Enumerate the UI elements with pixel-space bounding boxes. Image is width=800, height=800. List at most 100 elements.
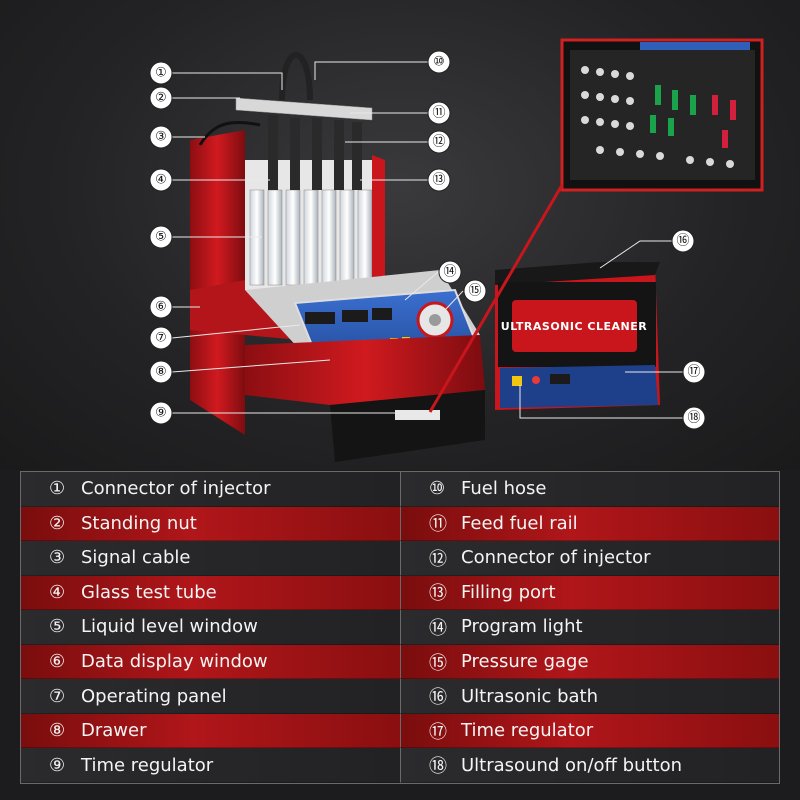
legend-number: ⑦ xyxy=(49,685,66,707)
legend-number: ⑰ xyxy=(429,721,447,743)
legend-label: Time regulator xyxy=(81,754,214,776)
callout-11: ⑪ xyxy=(427,101,451,125)
legend-number: ② xyxy=(49,512,66,534)
legend-label: Connector of injector xyxy=(461,547,651,569)
svg-text:③: ③ xyxy=(155,130,167,145)
inset-accessory-drawer xyxy=(560,38,764,192)
legend-number: ⑧ xyxy=(49,720,66,742)
legend-row-16: ⑯ Ultrasonic bath xyxy=(400,679,779,714)
svg-text:⑫: ⑫ xyxy=(432,135,445,150)
legend-row-15: ⑮ Pressure gage xyxy=(400,644,779,680)
svg-text:①: ① xyxy=(155,66,167,81)
legend-label: Drawer xyxy=(81,720,147,742)
legend-row-9: ⑨ Time regulator xyxy=(21,748,400,783)
legend-row-10: ⑩ Fuel hose xyxy=(400,472,779,507)
callout-17: ⑰ xyxy=(682,360,706,384)
drawer xyxy=(330,390,485,462)
legend-label: Pressure gage xyxy=(461,651,589,673)
legend-row-18: ⑱ Ultrasound on/off button xyxy=(400,748,779,783)
callout-1: ① xyxy=(149,61,173,85)
callout-16: ⑯ xyxy=(671,229,695,253)
legend-number: ⑯ xyxy=(429,687,447,709)
legend-label: Ultrasonic bath xyxy=(461,685,599,707)
fuel-hose xyxy=(279,52,313,101)
svg-text:⑬: ⑬ xyxy=(432,173,445,188)
product-illustration-area: ULTRASONIC CLEANER xyxy=(0,0,800,470)
ultrasonic-cleaner-label: ULTRASONIC CLEANER xyxy=(501,320,647,333)
svg-text:⑯: ⑯ xyxy=(676,234,689,249)
legend-label: Signal cable xyxy=(81,547,191,569)
callout-badges: ① ② ③ ④ ⑤ ⑥ ⑦ ⑧ ⑨ ⑩ ⑪ ⑫ ⑬ ⑭ ⑮ ⑯ ⑰ ⑱ xyxy=(149,50,706,430)
legend-row-8: ⑧ Drawer xyxy=(21,713,400,749)
svg-text:⑭: ⑭ xyxy=(443,265,456,280)
legend-row-14: ⑭ Program light xyxy=(400,610,779,645)
svg-text:⑰: ⑰ xyxy=(687,365,700,380)
legend-number: ⑭ xyxy=(429,617,447,639)
legend-row-2: ② Standing nut xyxy=(21,506,400,542)
legend-label: Liquid level window xyxy=(81,616,258,638)
svg-text:⑪: ⑪ xyxy=(432,106,445,121)
callout-18: ⑱ xyxy=(682,406,706,430)
svg-text:⑮: ⑮ xyxy=(468,284,481,299)
svg-text:⑱: ⑱ xyxy=(687,411,700,426)
feed-fuel-rail xyxy=(235,97,373,121)
svg-text:⑩: ⑩ xyxy=(433,55,445,70)
legend-label: Fuel hose xyxy=(461,478,547,500)
callout-6: ⑥ xyxy=(149,295,173,319)
callout-9: ⑨ xyxy=(149,401,173,425)
legend-label: Feed fuel rail xyxy=(461,512,578,534)
legend-label: Connector of injector xyxy=(81,478,271,500)
callout-12: ⑫ xyxy=(427,130,451,154)
callout-13: ⑬ xyxy=(427,168,451,192)
callout-4: ④ xyxy=(149,168,173,192)
side-panel xyxy=(190,130,245,435)
legend-label: Data display window xyxy=(81,651,268,673)
legend-number: ③ xyxy=(49,547,66,569)
legend-row-1: ① Connector of injector xyxy=(21,472,400,507)
legend-number: ⑥ xyxy=(49,651,66,673)
svg-text:⑥: ⑥ xyxy=(155,300,167,315)
legend-row-11: ⑪ Feed fuel rail xyxy=(400,506,779,542)
legend-label: Program light xyxy=(461,616,583,638)
callout-14: ⑭ xyxy=(438,260,462,284)
callout-8: ⑧ xyxy=(149,360,173,384)
glass-test-tubes xyxy=(249,189,373,286)
legend-label: Operating panel xyxy=(81,685,227,707)
legend-row-7: ⑦ Operating panel xyxy=(21,679,400,714)
legend-row-3: ③ Signal cable xyxy=(21,541,400,576)
legend-row-4: ④ Glass test tube xyxy=(21,575,400,611)
callout-2: ② xyxy=(149,86,173,110)
svg-text:④: ④ xyxy=(155,173,167,188)
leader-lines xyxy=(171,61,683,419)
legend-label: Standing nut xyxy=(81,512,197,534)
callout-15: ⑮ xyxy=(463,279,487,303)
legend-number: ⑮ xyxy=(429,652,447,674)
legend-number: ① xyxy=(49,478,66,500)
injector-cleaner-illustration: ULTRASONIC CLEANER xyxy=(149,38,764,462)
injectors xyxy=(268,115,362,190)
legend-row-6: ⑥ Data display window xyxy=(21,644,400,680)
legend-number: ⑤ xyxy=(49,616,66,638)
legend-number: ④ xyxy=(49,581,66,603)
ultrasonic-bath: ULTRASONIC CLEANER xyxy=(495,262,660,410)
parts-legend-table: ① Connector of injector ② Standing nut ③ Si… xyxy=(20,471,780,784)
svg-text:⑧: ⑧ xyxy=(155,365,167,380)
legend-number: ⑬ xyxy=(429,583,447,605)
legend-label: Glass test tube xyxy=(81,581,217,603)
legend-number: ⑨ xyxy=(49,754,66,776)
legend-number: ⑪ xyxy=(429,514,447,536)
legend-number: ⑩ xyxy=(429,478,446,500)
svg-text:⑤: ⑤ xyxy=(155,230,167,245)
svg-text:⑨: ⑨ xyxy=(155,406,167,421)
svg-text:⑦: ⑦ xyxy=(155,331,167,346)
svg-text:②: ② xyxy=(155,91,167,106)
callout-10: ⑩ xyxy=(427,50,451,74)
callout-3: ③ xyxy=(149,125,173,149)
legend-number: ⑱ xyxy=(429,756,447,778)
legend-row-5: ⑤ Liquid level window xyxy=(21,610,400,645)
legend-label: Ultrasound on/off button xyxy=(461,754,683,776)
callout-7: ⑦ xyxy=(149,326,173,350)
